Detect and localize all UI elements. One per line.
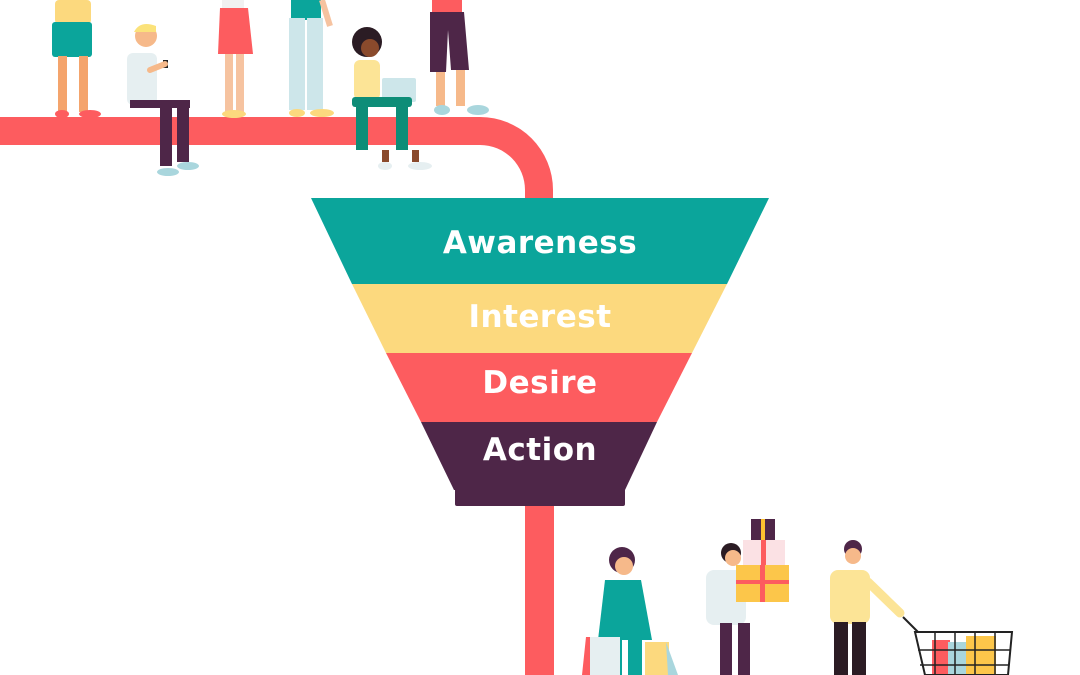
funnel <box>311 198 769 506</box>
funnel-stage-desire <box>386 353 692 422</box>
funnel-stage-interest <box>352 284 727 353</box>
customer-with-shopping-cart <box>830 540 1014 675</box>
shopping-cart-icon <box>902 616 1014 675</box>
input-pipe <box>0 117 553 205</box>
person-sitting-laptop <box>352 27 432 170</box>
customer-with-gift-boxes <box>706 519 789 675</box>
person-sitting-phone <box>127 24 199 176</box>
person-standing-purple-shorts <box>430 0 489 115</box>
person-standing-teal-shorts <box>52 0 101 118</box>
funnel-stage-awareness <box>311 198 769 284</box>
funnel-base-lip <box>455 488 625 506</box>
customer-with-shopping-bags <box>582 547 678 675</box>
person-standing-blue-trousers <box>289 0 334 117</box>
output-pipe <box>525 506 554 675</box>
person-standing-red-skirt <box>218 0 253 118</box>
funnel-stage-action <box>421 422 657 490</box>
